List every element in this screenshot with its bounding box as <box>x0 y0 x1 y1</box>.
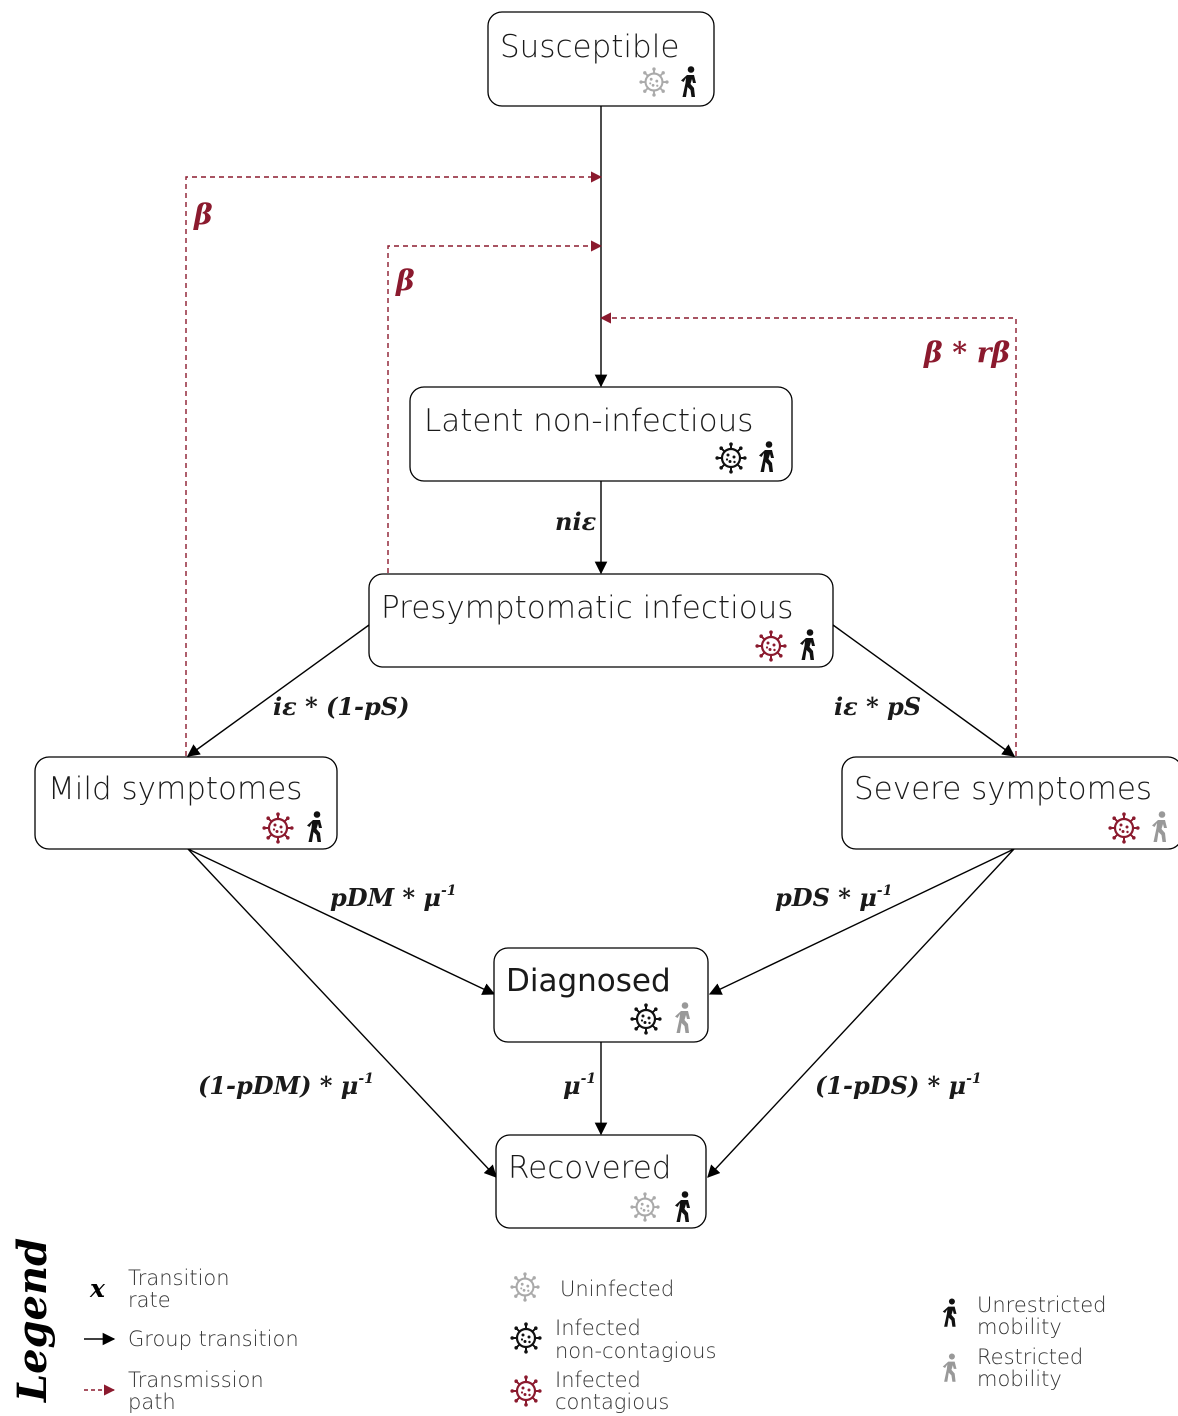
node-recovered: Recovered <box>495 1134 707 1229</box>
node-label: Presymptomatic infectious <box>381 590 793 626</box>
legend-rate-label-line2: rate <box>128 1288 171 1312</box>
rate-eps-severe: iε * pS <box>834 692 921 721</box>
node-severe: Severe symptomes <box>841 756 1178 850</box>
legend-noncontagious-icon <box>510 1322 542 1354</box>
rate-beta-presymptomatic: β <box>395 264 415 297</box>
rate-mu: μ-1 <box>563 1071 596 1100</box>
node-presymptomatic: Presymptomatic infectious <box>368 573 834 668</box>
rate-one-minus-pdm: (1-pDM) * μ-1 <box>198 1071 374 1100</box>
rate-eps-mild: iε * (1-pS) <box>273 692 409 721</box>
node-susceptible: Susceptible <box>487 11 715 107</box>
legend-unrestricted-icon <box>942 1298 957 1327</box>
node-mild: Mild symptomes <box>34 756 338 850</box>
node-label: Latent non-infectious <box>424 403 753 439</box>
rate-beta-severe: β * rβ <box>923 336 1010 369</box>
legend-unrestricted-line2: mobility <box>977 1315 1062 1339</box>
legend-restricted-icon <box>942 1353 957 1382</box>
rate-pds: pDS * μ-1 <box>775 883 892 912</box>
transmission-paths <box>185 171 1017 756</box>
node-label: Susceptible <box>500 29 679 65</box>
node-diagnosed: Diagnosed <box>493 947 709 1043</box>
legend-rate-symbol: x <box>89 1274 106 1303</box>
legend-restricted-line1: Restricted <box>977 1345 1083 1369</box>
edge-severe-diagnosed <box>708 848 1015 995</box>
node-label: Severe symptomes <box>854 771 1152 807</box>
legend-title: Legend <box>9 1238 56 1403</box>
node-label: Mild symptomes <box>48 771 302 807</box>
legend-noncontagious-line1: Infected <box>555 1316 641 1340</box>
transmission-path-mild <box>185 171 603 756</box>
rate-pdm: pDM * μ-1 <box>330 883 457 912</box>
legend-restricted-line2: mobility <box>977 1367 1062 1391</box>
legend-group-transition: Group transition <box>128 1327 299 1351</box>
legend-noncontagious-line2: non-contagious <box>555 1339 716 1363</box>
group-transitions <box>186 106 1016 1178</box>
legend: Legend x Transition rate Group transitio… <box>9 1238 1106 1414</box>
legend-transmission-line2: path <box>128 1390 176 1414</box>
transmission-path-severe <box>599 312 1017 756</box>
transmission-path-presymptomatic <box>387 240 603 573</box>
node-latent: Latent non-infectious <box>409 386 793 482</box>
legend-unrestricted-line1: Unrestricted <box>977 1293 1106 1317</box>
legend-contagious-icon <box>510 1375 542 1407</box>
edge-mild-diagnosed <box>187 848 496 995</box>
legend-rate-label-line1: Transition <box>128 1266 230 1290</box>
edge-severe-recovered <box>707 848 1015 1178</box>
legend-contagious-line2: contagious <box>555 1390 669 1414</box>
edge-mild-recovered <box>187 848 497 1178</box>
rate-beta-mild: β <box>193 198 213 231</box>
edge-presymptomatic-severe <box>832 624 1016 757</box>
legend-uninfected-icon <box>510 1272 540 1302</box>
legend-transmission-line1: Transmission <box>128 1368 264 1392</box>
rate-one-minus-pds: (1-pDS) * μ-1 <box>815 1071 982 1100</box>
legend-uninfected: Uninfected <box>560 1277 674 1301</box>
legend-contagious-line1: Infected <box>555 1368 641 1392</box>
rate-ni-epsilon: niε <box>555 507 597 536</box>
node-label: Diagnosed <box>506 963 671 999</box>
edge-presymptomatic-mild <box>186 624 370 757</box>
rate-labels: β β β * rβ niε iε * (1-pS) iε * pS pDM *… <box>193 198 1010 1100</box>
node-label: Recovered <box>508 1150 671 1186</box>
